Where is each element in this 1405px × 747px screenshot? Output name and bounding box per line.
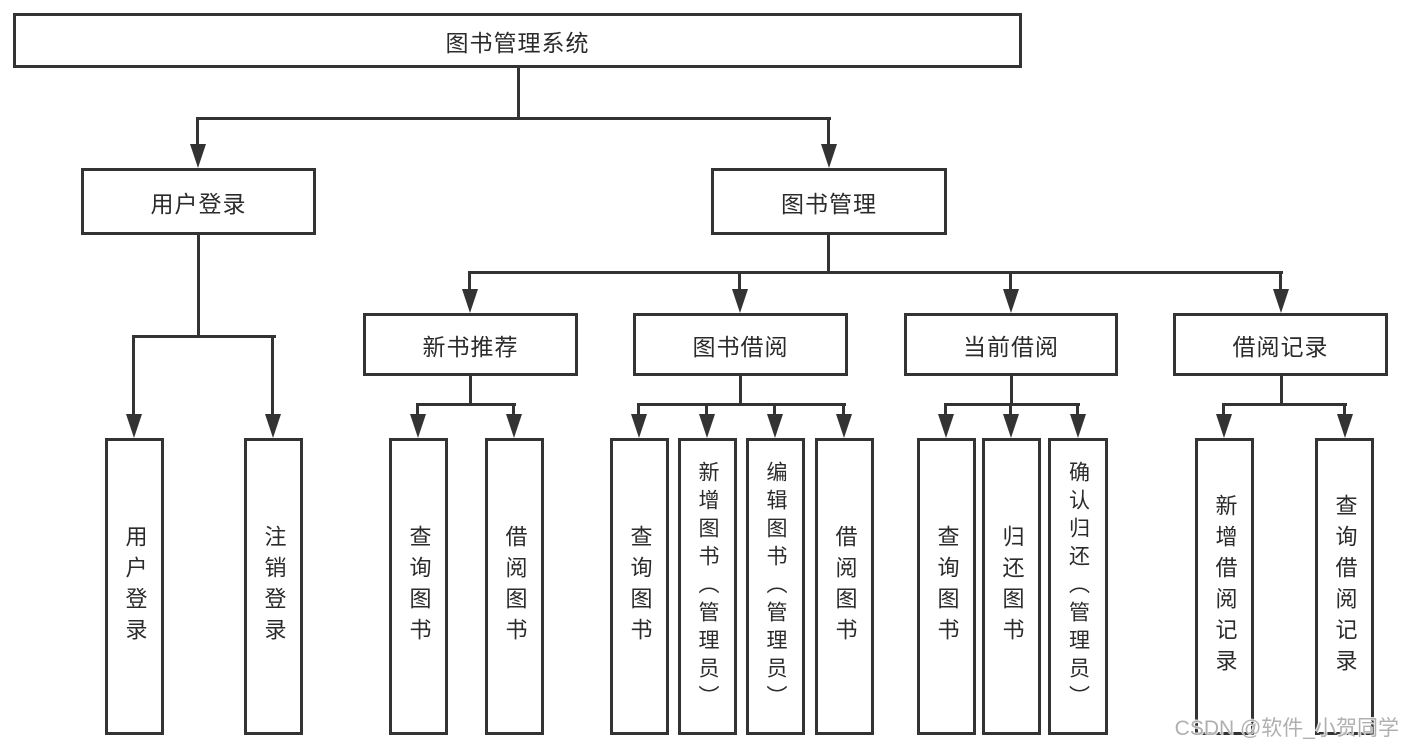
leaf-current-query-books-label: 查询图书 (934, 524, 960, 649)
connector-arrow-edit-books (767, 403, 783, 438)
connector-arrow-leaf-user-login (126, 335, 142, 438)
node-new-book-recommend-label: 新书推荐 (422, 333, 519, 360)
leaf-borrowing-query-books-label: 查询图书 (627, 524, 653, 649)
node-book-management-label: 图书管理 (781, 190, 877, 217)
leaf-recommend-borrow-books: 借阅图书 (485, 438, 544, 735)
leaf-recommend-query-books-label: 查询图书 (406, 524, 432, 649)
node-current-borrowing-label: 当前借阅 (963, 333, 1059, 360)
leaf-add-borrow-record-label: 新增借阅记录 (1212, 493, 1238, 680)
node-user-login: 用户登录 (81, 168, 316, 235)
leaf-user-login-label: 用户登录 (122, 524, 148, 649)
connector-arrow-confirm-return (1070, 403, 1086, 438)
connector-arrow-current-borrowing (1003, 271, 1019, 313)
leaf-edit-books-admin: 编辑图书（管理员） (746, 438, 805, 735)
leaf-query-borrow-record: 查询借阅记录 (1315, 438, 1374, 735)
node-root-label: 图书管理系统 (445, 29, 590, 56)
node-borrowing-records-label: 借阅记录 (1232, 333, 1329, 360)
node-current-borrowing: 当前借阅 (904, 313, 1118, 376)
connector-arrow-book-management (821, 117, 837, 168)
leaf-return-books: 归还图书 (982, 438, 1041, 735)
leaf-add-books-admin-label: 新增图书（管理员） (696, 460, 719, 713)
connector-arrow-return-books (1003, 403, 1019, 438)
node-root: 图书管理系统 (13, 13, 1022, 68)
leaf-logout-label: 注销登录 (261, 524, 287, 649)
connector-arrow-recommend-query (410, 403, 426, 438)
connector-user-login-stem (197, 234, 200, 337)
leaf-recommend-query-books: 查询图书 (389, 438, 448, 735)
leaf-confirm-return-admin: 确认归还（管理员） (1048, 438, 1108, 735)
leaf-current-query-books: 查询图书 (917, 438, 976, 735)
node-borrowing-records: 借阅记录 (1173, 313, 1388, 376)
leaf-borrowing-borrow-books-label: 借阅图书 (832, 524, 858, 649)
node-book-borrowing: 图书借阅 (633, 313, 848, 376)
node-book-borrowing-label: 图书借阅 (692, 333, 789, 360)
leaf-add-books-admin: 新增图书（管理员） (678, 438, 737, 735)
leaf-add-borrow-record: 新增借阅记录 (1195, 438, 1254, 735)
leaf-logout: 注销登录 (244, 438, 303, 735)
connector-arrow-query-record (1337, 403, 1353, 438)
leaf-confirm-return-admin-label: 确认归还（管理员） (1066, 460, 1090, 713)
node-book-management: 图书管理 (711, 168, 947, 235)
connector-arrow-borrowing-records (1273, 271, 1289, 313)
leaf-query-borrow-record-label: 查询借阅记录 (1332, 493, 1358, 680)
connector-recommend-bus (416, 403, 516, 406)
connector-arrow-leaf-logout (265, 335, 281, 438)
connector-borrowing-stem (739, 376, 742, 406)
node-user-login-label: 用户登录 (150, 190, 247, 217)
connector-arrow-book-borrowing (732, 271, 748, 313)
connector-arrow-borrowing-query (631, 403, 647, 438)
connector-records-stem (1280, 376, 1283, 406)
leaf-edit-books-admin-label: 编辑图书（管理员） (764, 460, 787, 713)
connector-borrowing-bus (637, 403, 846, 406)
connector-root-bus (197, 117, 831, 120)
connector-arrow-borrowing-borrow (836, 403, 852, 438)
connector-current-stem (1010, 376, 1013, 406)
connector-book-management-stem (827, 234, 830, 274)
leaf-recommend-borrow-books-label: 借阅图书 (502, 524, 528, 649)
csdn-watermark: CSDN @软件_小贺同学 (1174, 717, 1399, 740)
connector-arrow-new-book-recommend (462, 271, 478, 313)
connector-arrow-user-login (190, 117, 206, 168)
leaf-borrowing-query-books: 查询图书 (610, 438, 669, 735)
connector-arrow-add-books (699, 403, 715, 438)
connector-root-stem (517, 67, 520, 120)
connector-arrow-current-query (938, 403, 954, 438)
connector-arrow-add-record (1216, 403, 1232, 438)
connector-records-bus (1222, 403, 1347, 406)
connector-user-login-bus (132, 335, 276, 338)
leaf-return-books-label: 归还图书 (999, 524, 1025, 649)
connector-recommend-stem (469, 376, 472, 406)
leaf-borrowing-borrow-books: 借阅图书 (815, 438, 874, 735)
connector-arrow-recommend-borrow (506, 403, 522, 438)
connector-book-management-bus (468, 271, 1283, 274)
node-new-book-recommend: 新书推荐 (363, 313, 578, 376)
connector-current-bus (944, 403, 1080, 406)
leaf-user-login: 用户登录 (105, 438, 164, 735)
